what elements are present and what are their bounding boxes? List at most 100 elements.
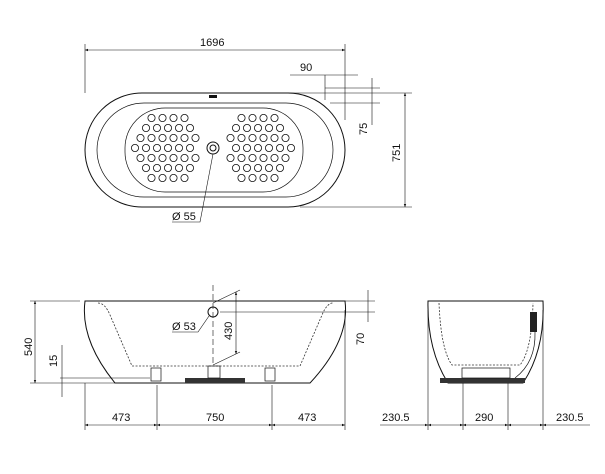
anti-slip-dot [259, 153, 268, 162]
overflow-offset-dimension: 90 [300, 62, 312, 74]
anti-slip-dot [242, 124, 251, 133]
anti-slip-dot [259, 133, 268, 142]
anti-slip-dot [242, 143, 251, 152]
anti-slip-dot [264, 124, 273, 133]
anti-slip-dot [259, 173, 268, 182]
anti-slip-dot [141, 163, 150, 172]
anti-slip-dot [237, 133, 246, 142]
anti-slip-dot [191, 133, 200, 142]
anti-slip-dot [226, 153, 235, 162]
anti-slip-dot [253, 124, 262, 133]
anti-slip-dot [270, 114, 279, 123]
anti-slip-dot [158, 173, 167, 182]
anti-slip-dot [270, 153, 279, 162]
drain-diameter-label: Ø 55 [172, 211, 196, 223]
waste-assembly [185, 378, 245, 383]
waste-diameter-label: Ø 53 [172, 321, 196, 333]
anti-slip-dot [248, 173, 257, 182]
anti-slip-dot [281, 153, 290, 162]
anti-slip-dot [231, 124, 240, 133]
anti-slip-dot [163, 143, 172, 152]
anti-slip-dot [152, 143, 161, 152]
anti-slip-dot [163, 163, 172, 172]
anti-slip-dot [248, 153, 257, 162]
anti-slip-dot [231, 143, 240, 152]
anti-slip-dot [231, 163, 240, 172]
anti-slip-dot [174, 143, 183, 152]
anti-slip-dot [237, 173, 246, 182]
anti-slip-dot [136, 153, 145, 162]
anti-slip-dot [158, 153, 167, 162]
anti-slip-dot [185, 143, 194, 152]
length-dimension: 1696 [200, 37, 224, 49]
anti-slip-dot [180, 133, 189, 142]
left-segment-dimension: 473 [112, 412, 130, 424]
anti-slip-dot [242, 163, 251, 172]
anti-slip-dot [264, 163, 273, 172]
anti-slip-dot [237, 114, 246, 123]
anti-slip-dot [281, 133, 290, 142]
side-left-segment-dimension: 230.5 [382, 412, 410, 424]
anti-slip-dot [180, 153, 189, 162]
anti-slip-dot [191, 153, 200, 162]
anti-slip-dot [259, 114, 268, 123]
anti-slip-dot [180, 114, 189, 123]
center-segment-dimension: 750 [206, 412, 224, 424]
overflow-fitting [530, 312, 537, 332]
overflow-depth-dimension: 75 [358, 123, 370, 135]
anti-slip-dot [152, 124, 161, 133]
anti-slip-dot [270, 133, 279, 142]
anti-slip-dots [130, 114, 295, 182]
height-dimension: 540 [23, 338, 35, 356]
anti-slip-dot [169, 173, 178, 182]
anti-slip-dot [169, 114, 178, 123]
drain-icon [206, 141, 220, 155]
side-view: 230.5 290 230.5 [380, 300, 590, 430]
anti-slip-dot [169, 153, 178, 162]
anti-slip-dot [253, 163, 262, 172]
anti-slip-dot [169, 133, 178, 142]
anti-slip-dot [248, 114, 257, 123]
anti-slip-dot [147, 133, 156, 142]
anti-slip-dot [130, 143, 139, 152]
foot-left [150, 367, 162, 382]
anti-slip-dot [158, 114, 167, 123]
floor-offset-dimension: 15 [48, 355, 60, 367]
anti-slip-dot [226, 133, 235, 142]
overflow-icon [209, 95, 217, 98]
anti-slip-dot [275, 143, 284, 152]
anti-slip-dot [264, 143, 273, 152]
front-view: 540 15 Ø 53 430 70 473 750 473 [23, 285, 375, 430]
anti-slip-dot [185, 163, 194, 172]
anti-slip-dot [141, 143, 150, 152]
anti-slip-dot [152, 163, 161, 172]
anti-slip-dot [270, 173, 279, 182]
side-right-segment-dimension: 230.5 [556, 412, 584, 424]
width-dimension: 751 [391, 144, 403, 162]
tub-outer-rim [84, 92, 346, 208]
tub-inner-rim [96, 102, 334, 198]
anti-slip-dot [185, 124, 194, 133]
anti-slip-dot [147, 153, 156, 162]
waste-height-dimension: 430 [223, 322, 235, 340]
anti-slip-dot [286, 143, 295, 152]
anti-slip-dot [248, 133, 257, 142]
anti-slip-dot [147, 173, 156, 182]
anti-slip-dot [275, 124, 284, 133]
basin-floor [124, 107, 304, 193]
top-view: 1696 90 75 751 Ø 55 [84, 37, 412, 223]
anti-slip-dot [174, 163, 183, 172]
side-center-segment-dimension: 290 [475, 412, 493, 424]
anti-slip-dot [147, 114, 156, 123]
anti-slip-dot [141, 124, 150, 133]
tub-side-outline [427, 300, 544, 384]
anti-slip-dot [180, 173, 189, 182]
anti-slip-dot [237, 153, 246, 162]
foot-right [264, 367, 276, 382]
base-frame [440, 378, 525, 383]
right-segment-dimension: 473 [298, 412, 316, 424]
anti-slip-dot [158, 133, 167, 142]
tub-front-outline [83, 300, 347, 384]
overflow-drop-dimension: 70 [355, 333, 367, 345]
